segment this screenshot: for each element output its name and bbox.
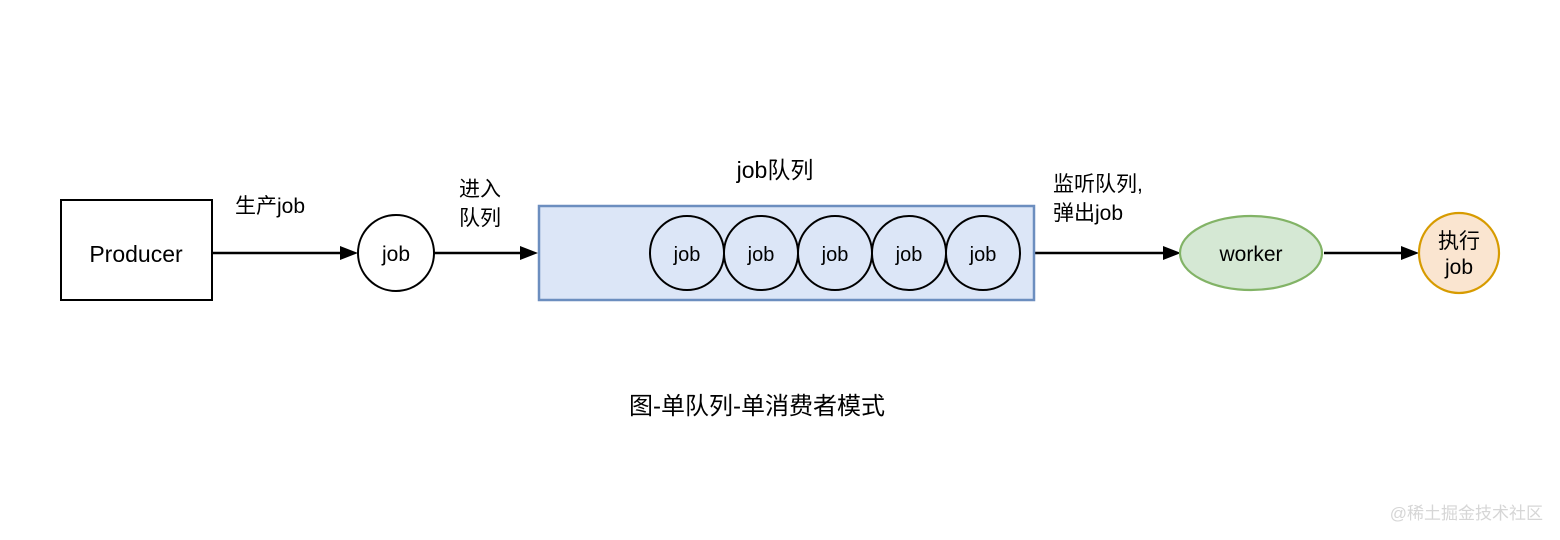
- node-execute-job[interactable]: 执行 job: [1417, 211, 1501, 295]
- edge-label-enqueue-line2: 队列: [459, 207, 501, 230]
- execute-job-label-line2: job: [1444, 256, 1473, 279]
- edge-label-dequeue-line1: 监听队列,: [1053, 173, 1143, 196]
- edge-dequeue: [1035, 246, 1181, 260]
- diagram-caption: 图-单队列-单消费者模式: [629, 393, 885, 420]
- queue-item-label: job: [969, 244, 997, 266]
- edge-execute-arrowhead: [1401, 246, 1419, 260]
- node-worker[interactable]: worker: [1178, 214, 1324, 292]
- queue-item[interactable]: job: [945, 215, 1021, 291]
- producer-rect[interactable]: [60, 199, 213, 301]
- queue-title-label: job队列: [736, 157, 814, 183]
- edge-dequeue-arrowhead: [1163, 246, 1181, 260]
- queue-item-label: job: [673, 244, 701, 266]
- edge-execute: [1324, 246, 1419, 260]
- queue-item-label: job: [747, 244, 775, 266]
- worker-ellipse[interactable]: [1178, 214, 1324, 292]
- queue-item-label: job: [821, 244, 849, 266]
- edge-label-dequeue-line2: 弹出job: [1053, 202, 1123, 225]
- worker-label: worker: [1218, 243, 1282, 266]
- edge-produce: [213, 246, 358, 260]
- edge-produce-arrowhead: [340, 246, 358, 260]
- execute-job-circle[interactable]: [1417, 211, 1501, 295]
- queue-items-group: job job job job job: [649, 215, 1021, 291]
- producer-label: Producer: [89, 241, 183, 267]
- queue-item-label: job: [895, 244, 923, 266]
- watermark-label: @稀土掘金技术社区: [1390, 504, 1543, 523]
- node-job-in-transit[interactable]: job: [357, 214, 435, 292]
- edge-label-enqueue-line1: 进入: [459, 178, 501, 201]
- node-producer[interactable]: Producer: [60, 199, 213, 301]
- job-in-transit-label: job: [381, 243, 410, 266]
- edge-label-produce: 生产job: [235, 195, 305, 218]
- queue-box-rect[interactable]: [537, 204, 1036, 302]
- edge-enqueue-arrowhead: [520, 246, 538, 260]
- edge-enqueue: [434, 246, 538, 260]
- node-queue-box[interactable]: [537, 204, 1036, 302]
- queue-item-circle[interactable]: [945, 215, 1021, 291]
- execute-job-label-line1: 执行: [1438, 230, 1480, 253]
- job-in-transit-circle[interactable]: [357, 214, 435, 292]
